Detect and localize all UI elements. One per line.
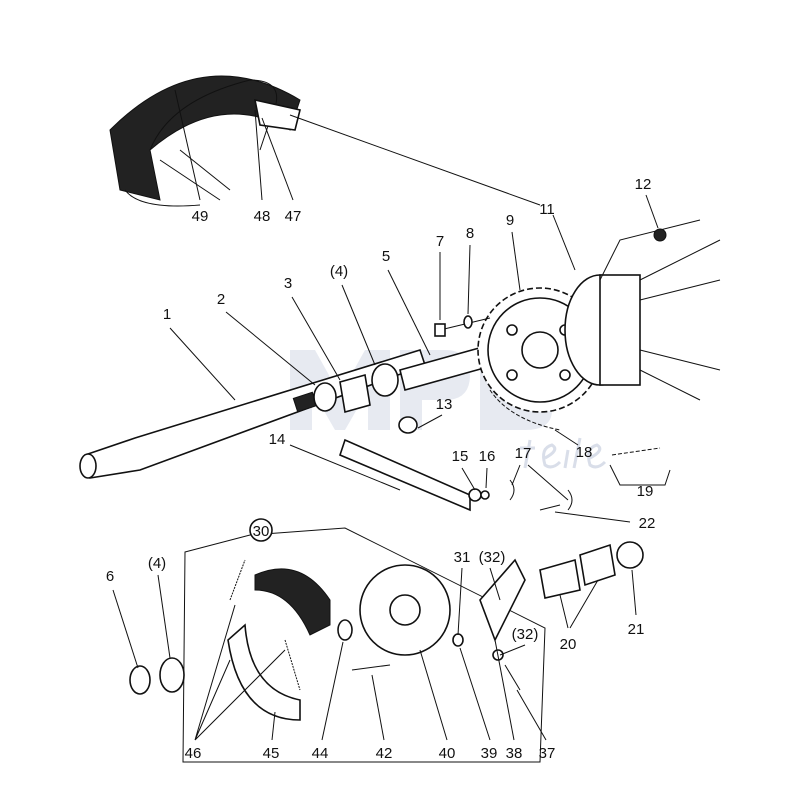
cam-42 (351, 664, 391, 671)
washer-6 (129, 665, 151, 695)
springs (229, 559, 301, 691)
bolt-22 (539, 504, 561, 511)
leader-lines (112, 89, 659, 741)
part-label-48: 48 (254, 208, 271, 225)
part-label-1: 1 (163, 306, 171, 323)
part-label-4-lower: (4) (148, 555, 166, 572)
washer-15 (468, 488, 482, 502)
part-label-22: 22 (639, 515, 656, 532)
bracket-19 (609, 464, 671, 486)
part-label-31: 31 (454, 549, 471, 566)
group-badge (249, 518, 273, 542)
part-label-39: 39 (481, 745, 498, 762)
spacer-2 (313, 382, 337, 412)
bearing-4-lower (159, 657, 185, 693)
nut-16 (480, 490, 490, 500)
part-label-32-lower: (32) (512, 626, 539, 643)
part-label-20: 20 (560, 636, 577, 653)
part-label-8: 8 (466, 225, 474, 242)
spacer-3 (339, 373, 371, 414)
brake-group-outline (182, 527, 546, 763)
part-label-49: 49 (192, 208, 209, 225)
part-label-21: 21 (628, 621, 645, 638)
part-label-16: 16 (479, 448, 496, 465)
torque-arm (339, 438, 471, 512)
part-label-4: (4) (330, 263, 348, 280)
part-label-2: 2 (217, 291, 225, 308)
part-label-9: 9 (506, 212, 514, 229)
spacer-20b (579, 543, 616, 587)
part-label-30: 30 (253, 523, 270, 540)
spacer-20a (539, 558, 581, 599)
washer (463, 315, 473, 329)
part-label-47: 47 (285, 208, 302, 225)
tire-fender (109, 75, 301, 207)
part-label-18: 18 (576, 444, 593, 461)
part-label-6: 6 (106, 568, 114, 585)
chain-link (611, 447, 661, 456)
backplate-hub (389, 594, 421, 626)
part-label-5: 5 (382, 248, 390, 265)
part-label-37: 37 (539, 745, 556, 762)
part-label-7: 7 (436, 233, 444, 250)
part-label-15: 15 (452, 448, 469, 465)
part-label-40: 40 (439, 745, 456, 762)
washer-44 (337, 619, 353, 641)
part-label-42: 42 (376, 745, 393, 762)
brake-shoe (254, 568, 331, 636)
brake-shoe (227, 623, 301, 721)
split-pins (509, 479, 573, 511)
part-label-12: 12 (635, 176, 652, 193)
part-label-3: 3 (284, 275, 292, 292)
bolt-head (434, 323, 446, 337)
bolt-37 (504, 664, 521, 691)
part-label-38: 38 (506, 745, 523, 762)
part-label-19: 19 (637, 483, 654, 500)
part-label-46: 46 (185, 745, 202, 762)
part-label-11: 11 (539, 201, 555, 218)
part-label-44: 44 (312, 745, 329, 762)
part-label-32: (32) (479, 549, 506, 566)
bearing-4 (371, 363, 399, 397)
chain (489, 389, 561, 431)
part-label-45: 45 (263, 745, 280, 762)
seal-39 (452, 633, 464, 647)
nut-21 (616, 541, 644, 569)
brake-lever (479, 558, 526, 642)
spacer-13 (398, 416, 418, 434)
wheel-hub (564, 219, 721, 401)
part-label-17: 17 (515, 445, 532, 462)
part-label-14: 14 (269, 431, 286, 448)
watermark-sub (520, 437, 607, 469)
part-label-13: 13 (436, 396, 453, 413)
